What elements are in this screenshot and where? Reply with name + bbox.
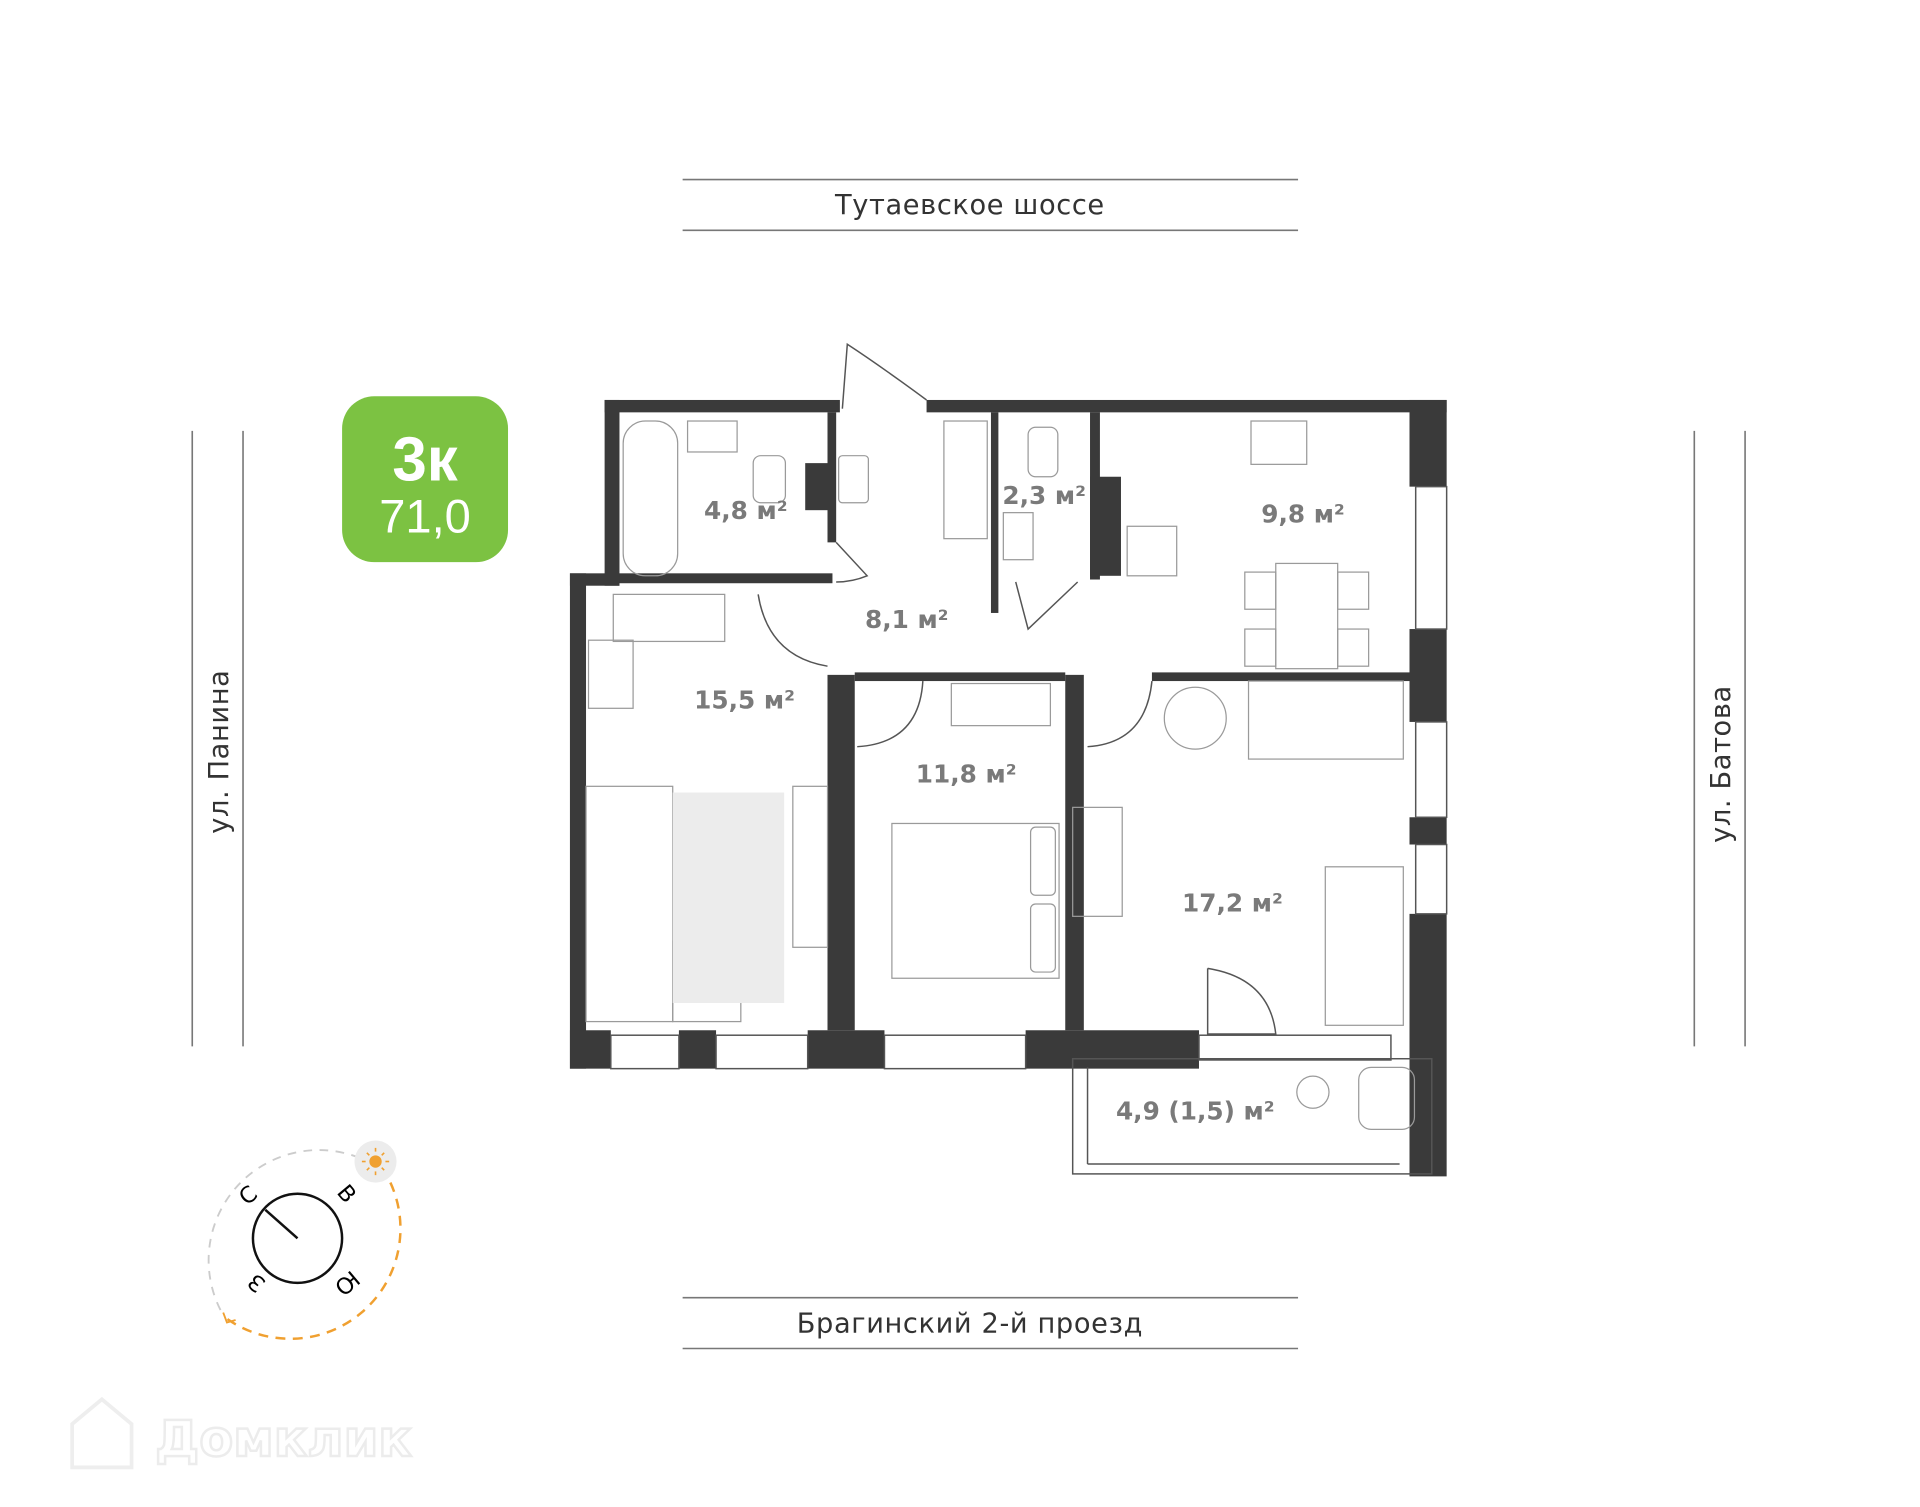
room-area-living-room: 15,5 м²	[694, 685, 795, 714]
floor-plan: 4,8 м² 2,3 м² 9,8 м² 8,1 м² 15,5 м² 11,8…	[569, 342, 1448, 1177]
room-area-hallway: 8,1 м²	[865, 605, 949, 634]
compass-west: З	[243, 1268, 271, 1297]
watermark: Домклик	[70, 1396, 413, 1469]
room-area-kitchen: 9,8 м²	[1261, 500, 1345, 529]
room-area-balcony: 4,9 (1,5) м²	[1116, 1096, 1275, 1125]
badge-rooms: 3к	[392, 425, 458, 494]
room-area-bathroom: 4,8 м²	[704, 496, 788, 525]
street-top-label: Тутаевское шоссе	[834, 190, 1105, 221]
street-right: ул. Батова	[1693, 430, 1746, 1047]
street-left: ул. Панина	[191, 430, 244, 1047]
street-left-label: ул. Панина	[204, 670, 235, 834]
room-area-wc: 2,3 м²	[1002, 481, 1086, 510]
street-right-label: ул. Батова	[1706, 685, 1737, 843]
badge-area: 71,0	[379, 489, 471, 542]
street-top: Тутаевское шоссе	[682, 178, 1299, 232]
compass-south: Ю	[329, 1265, 364, 1300]
street-bottom-label: Брагинский 2-й проезд	[797, 1308, 1143, 1339]
sun-icon	[354, 1140, 397, 1183]
compass: С В Ю З	[207, 1140, 402, 1340]
watermark-text: Домклик	[155, 1410, 412, 1468]
room-area-kids-room: 17,2 м²	[1182, 888, 1283, 917]
apartment-badge: 3к 71,0	[342, 396, 509, 563]
room-area-bedroom: 11,8 м²	[916, 760, 1017, 789]
street-bottom: Брагинский 2-й проезд	[682, 1296, 1299, 1350]
compass-east: В	[331, 1180, 361, 1208]
